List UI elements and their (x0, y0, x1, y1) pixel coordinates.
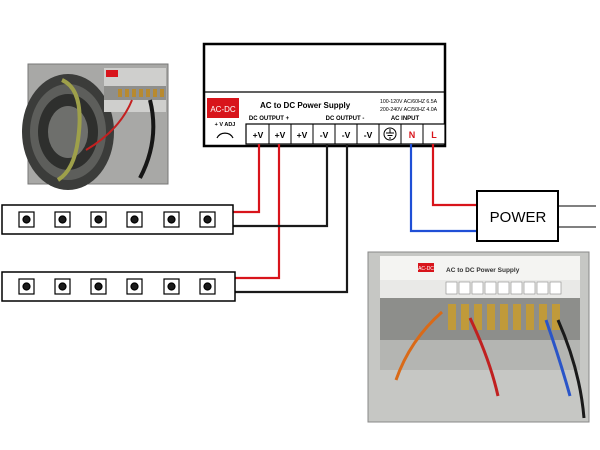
wire-black-strip1 (233, 144, 329, 228)
ac-dc-badge-text: AC-DC (210, 105, 236, 114)
wire-red-strip1 (233, 144, 261, 214)
wire-red-live (431, 144, 477, 207)
terminal-vminus-3: -V (364, 130, 373, 140)
psu-title: AC to DC Power Supply (260, 101, 351, 110)
power-supply-unit: AC-DC + V ADJ AC to DC Power Supply 100-… (202, 42, 447, 148)
power-label: POWER (490, 209, 547, 226)
adj-label: + V ADJ (215, 122, 236, 128)
led-strip-1 (1, 204, 234, 235)
ac-input-label: AC INPUT (391, 116, 420, 122)
terminal-vplus-2: +V (275, 130, 286, 140)
dc-output-minus-label: DC OUTPUT - (326, 116, 365, 122)
wires (233, 144, 477, 294)
wire-blue-neutral (409, 144, 477, 233)
photo-title: AC to DC Power Supply (446, 267, 520, 274)
spec-line-1: 100-120V AC/60HZ 6.5A (380, 99, 438, 105)
led-chip (18, 278, 216, 295)
arc-knob-icon (216, 132, 234, 139)
led-strip-2 (1, 271, 236, 302)
ac-dc-badge (207, 98, 239, 118)
photo-led-strip-reel (22, 63, 169, 190)
wire-black-strip2 (235, 144, 349, 294)
photo-power-supply: AC-DC AC to DC Power Supply (367, 251, 590, 423)
terminal-neutral: N (409, 130, 416, 140)
led-chip (18, 211, 216, 228)
terminal-strip: +V +V +V -V -V -V N L (245, 123, 446, 145)
spec-line-2: 200-240V AC/50HZ 4.0A (380, 107, 438, 113)
dc-output-plus-label: DC OUTPUT + (249, 116, 290, 122)
power-box: POWER (476, 190, 596, 242)
terminal-vplus-3: +V (297, 130, 308, 140)
terminal-vminus-2: -V (342, 130, 351, 140)
terminal-live: L (431, 130, 437, 140)
terminal-vminus-1: -V (320, 130, 329, 140)
wire-red-strip2 (235, 144, 281, 280)
photo-badge: AC-DC (418, 266, 434, 272)
terminal-vplus-1: +V (253, 130, 264, 140)
ground-icon (383, 127, 397, 141)
